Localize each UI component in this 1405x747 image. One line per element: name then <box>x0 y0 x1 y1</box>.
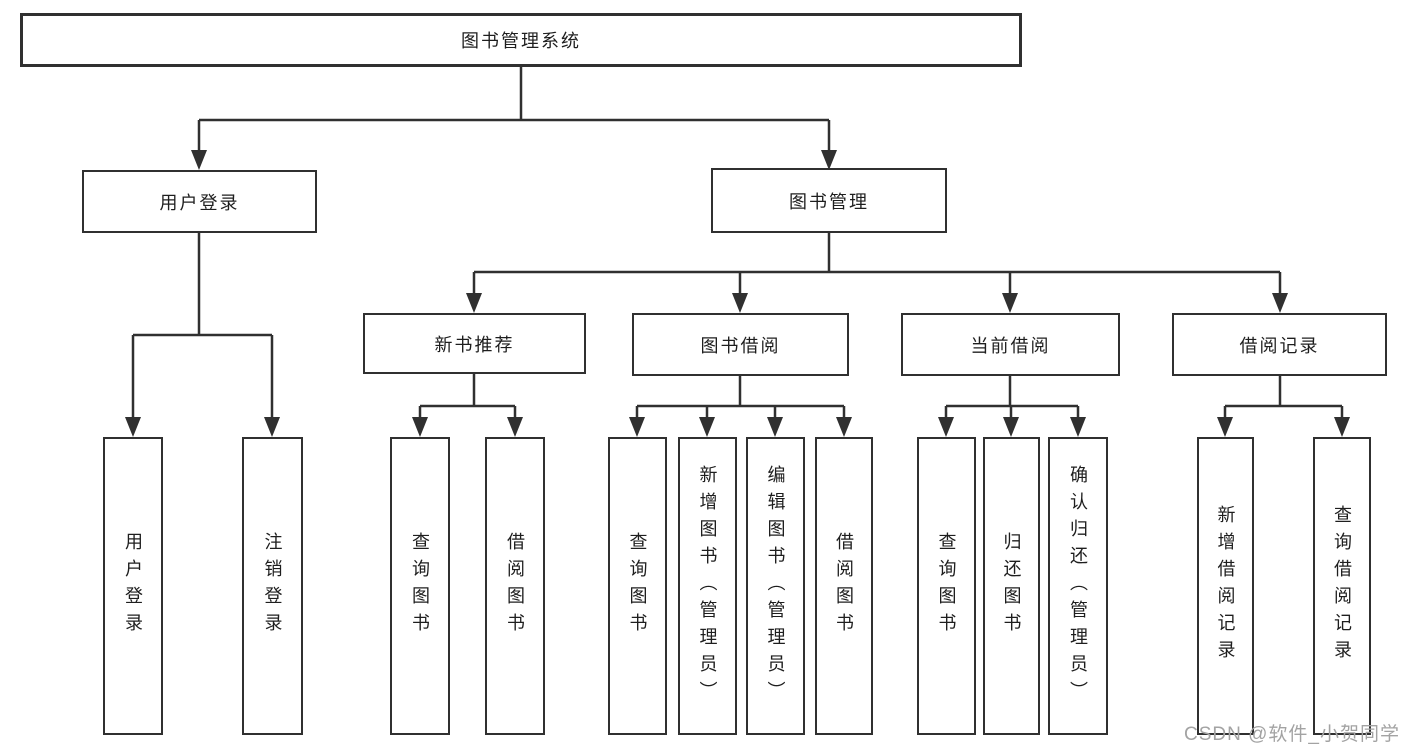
leaf-query-books-current: 查询图书 <box>917 437 976 735</box>
leaf-return-books: 归还图书 <box>983 437 1040 735</box>
leaf-user-login: 用户登录 <box>103 437 163 735</box>
leaf-query-books-recommend: 查询图书 <box>390 437 450 735</box>
leaf-edit-book-admin: 编辑图书（管理员） <box>746 437 805 735</box>
node-book-management: 图书管理 <box>711 168 947 233</box>
arrowheads <box>125 150 1350 437</box>
node-book-borrowing: 图书借阅 <box>632 313 849 376</box>
csdn-watermark: CSDN @软件_小贺同学 <box>1184 724 1400 745</box>
node-new-book-recommend: 新书推荐 <box>363 313 586 374</box>
leaf-confirm-return-admin: 确认归还（管理员） <box>1048 437 1108 735</box>
leaf-borrow-books-borrowing: 借阅图书 <box>815 437 873 735</box>
node-root-library-system: 图书管理系统 <box>20 13 1022 67</box>
leaf-logout: 注销登录 <box>242 437 303 735</box>
leaf-borrow-books-recommend: 借阅图书 <box>485 437 545 735</box>
node-current-borrowing: 当前借阅 <box>901 313 1120 376</box>
node-user-login: 用户登录 <box>82 170 317 233</box>
leaf-query-books-borrowing: 查询图书 <box>608 437 667 735</box>
leaf-query-borrow-record: 查询借阅记录 <box>1313 437 1371 735</box>
node-borrowing-records: 借阅记录 <box>1172 313 1387 376</box>
leaf-add-book-admin: 新增图书（管理员） <box>678 437 737 735</box>
leaf-add-borrow-record: 新增借阅记录 <box>1197 437 1254 735</box>
